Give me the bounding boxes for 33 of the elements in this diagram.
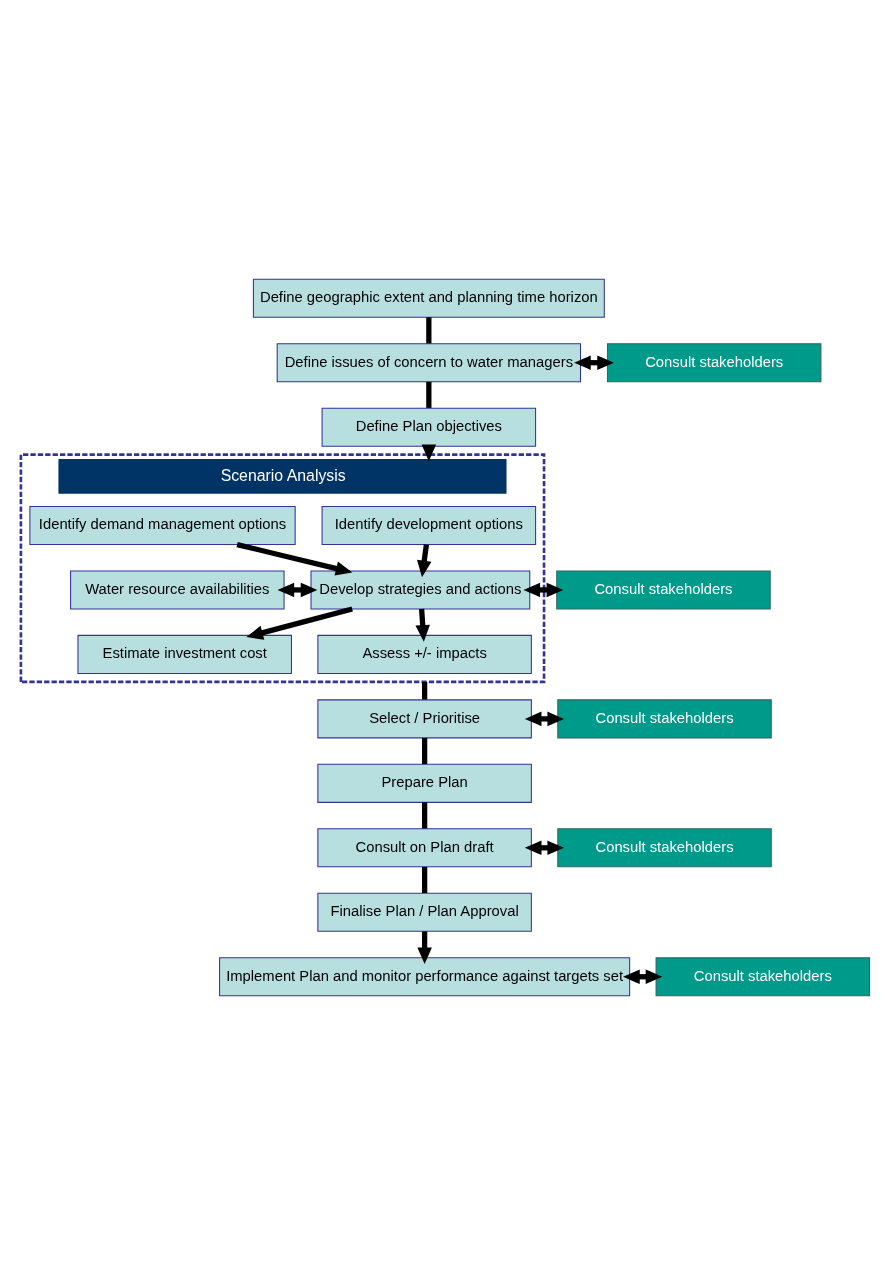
connector (426, 381, 432, 408)
connector (426, 316, 432, 343)
arrow (415, 608, 430, 642)
connector (422, 801, 428, 829)
arrow (417, 930, 432, 964)
arrow (417, 543, 432, 577)
arrow (524, 840, 565, 855)
node-box: Consult stakeholders (655, 956, 871, 996)
node-box: Define issues of concern to water managers (276, 342, 582, 382)
node-box: Prepare Plan (317, 763, 532, 803)
node-box: Select / Prioritise (317, 698, 532, 738)
node-box: Consult stakeholders (556, 569, 771, 609)
node-box: Estimate investment cost (77, 634, 292, 674)
node-box: Identify development options (321, 505, 537, 545)
arrow (574, 354, 614, 370)
connector (422, 737, 428, 764)
node-box: Finalise Plan / Plan Approval (317, 892, 532, 932)
connector (422, 866, 428, 893)
node-box: Consult stakeholders (606, 342, 822, 382)
node-box: Consult stakeholders (557, 698, 772, 738)
node-box: Consult on Plan draft (317, 827, 532, 867)
arrow (623, 969, 663, 984)
arrow (277, 582, 318, 597)
node-box: Consult stakeholders (557, 827, 772, 867)
node-box: Assess +/- impacts (317, 634, 532, 674)
node-box: Water resource availabilities (70, 569, 285, 609)
node-box: Define geographic extent and planning time horizon (252, 278, 605, 318)
node-box: Implement Plan and monitor performance against targets set (219, 956, 631, 996)
arrow (523, 582, 564, 597)
node-box: Develop strategies and actions (310, 569, 531, 609)
arrow (524, 711, 565, 726)
node-box: Identify demand management options (29, 505, 296, 545)
connector (422, 681, 428, 700)
